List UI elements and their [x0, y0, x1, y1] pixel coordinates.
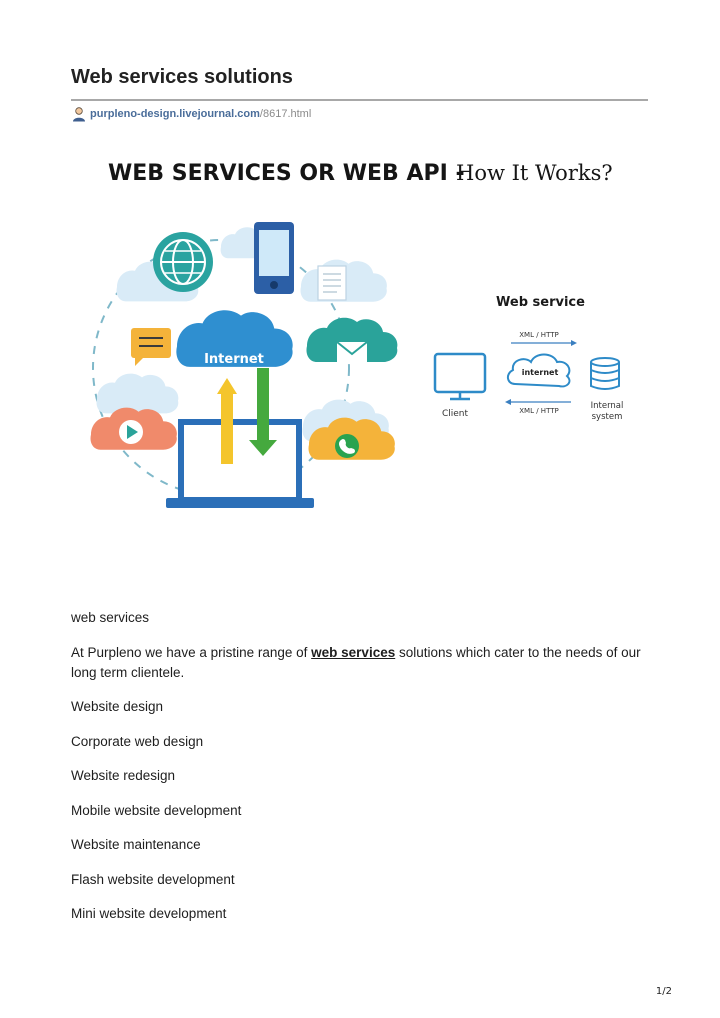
chat-bubble-icon	[131, 328, 171, 366]
download-arrow-icon	[249, 368, 277, 456]
client-monitor-icon	[433, 352, 487, 401]
phone-call-cloud-icon	[308, 417, 395, 460]
network-orbit	[92, 239, 350, 497]
mail-cloud-icon	[306, 317, 398, 362]
upload-arrow-icon	[217, 378, 237, 464]
web-service-diagram: Web service XML / HTTP Client internet X…	[433, 295, 624, 422]
service-item: Corporate web design	[71, 734, 204, 749]
title-divider	[71, 99, 648, 101]
source-path: /8617.html	[259, 108, 312, 120]
intro-paragraph: At Purpleno we have a pristine range of …	[71, 643, 651, 683]
video-cloud-icon	[90, 407, 177, 450]
hero-headline-light: How It Works?	[456, 161, 613, 185]
service-item: Website maintenance	[71, 837, 201, 852]
page-title: Web services solutions	[71, 66, 293, 88]
laptop-icon	[166, 419, 314, 508]
service-item: Mobile website development	[71, 803, 242, 818]
hero-headline-bold: WEB SERVICES OR WEB API -	[108, 161, 465, 186]
hero-illustration: WEB SERVICES OR WEB API - How It Works?	[90, 161, 624, 508]
source-domain-link[interactable]: purpleno-design.livejournal.com	[90, 108, 260, 120]
diagram-system-label-line1: Internal	[591, 401, 624, 411]
image-caption: web services	[71, 610, 150, 625]
document-icon	[317, 265, 347, 301]
globe-icon	[153, 232, 213, 292]
user-icon	[73, 107, 85, 122]
intro-text-end: solutions which cater to the needs of ou…	[71, 645, 641, 680]
service-item: Mini website development	[71, 906, 227, 921]
diagram-internet-label: internet	[522, 368, 559, 377]
database-icon	[590, 357, 620, 390]
diagram-bottom-arrow-label: XML / HTTP	[519, 407, 558, 415]
diagram-system-label-line2: system	[592, 412, 623, 422]
internet-cloud-icon: Internet	[176, 310, 293, 367]
service-item: Website redesign	[71, 768, 176, 783]
page-number: 1/2	[655, 986, 672, 997]
service-item: Website design	[71, 699, 164, 714]
service-item: Flash website development	[71, 872, 235, 887]
diagram-client-label: Client	[442, 409, 469, 419]
diagram-internet-cloud-icon	[507, 353, 571, 388]
diagram-title: Web service	[496, 295, 585, 310]
internet-cloud-label: Internet	[204, 352, 264, 367]
intro-text-start: At Purpleno we have a pristine range of	[71, 645, 312, 660]
web-services-link[interactable]: web services	[311, 645, 396, 660]
source-line: purpleno-design.livejournal.com/8617.htm…	[71, 106, 311, 122]
diagram-top-arrow-label: XML / HTTP	[519, 331, 558, 339]
smartphone-icon	[254, 222, 294, 294]
